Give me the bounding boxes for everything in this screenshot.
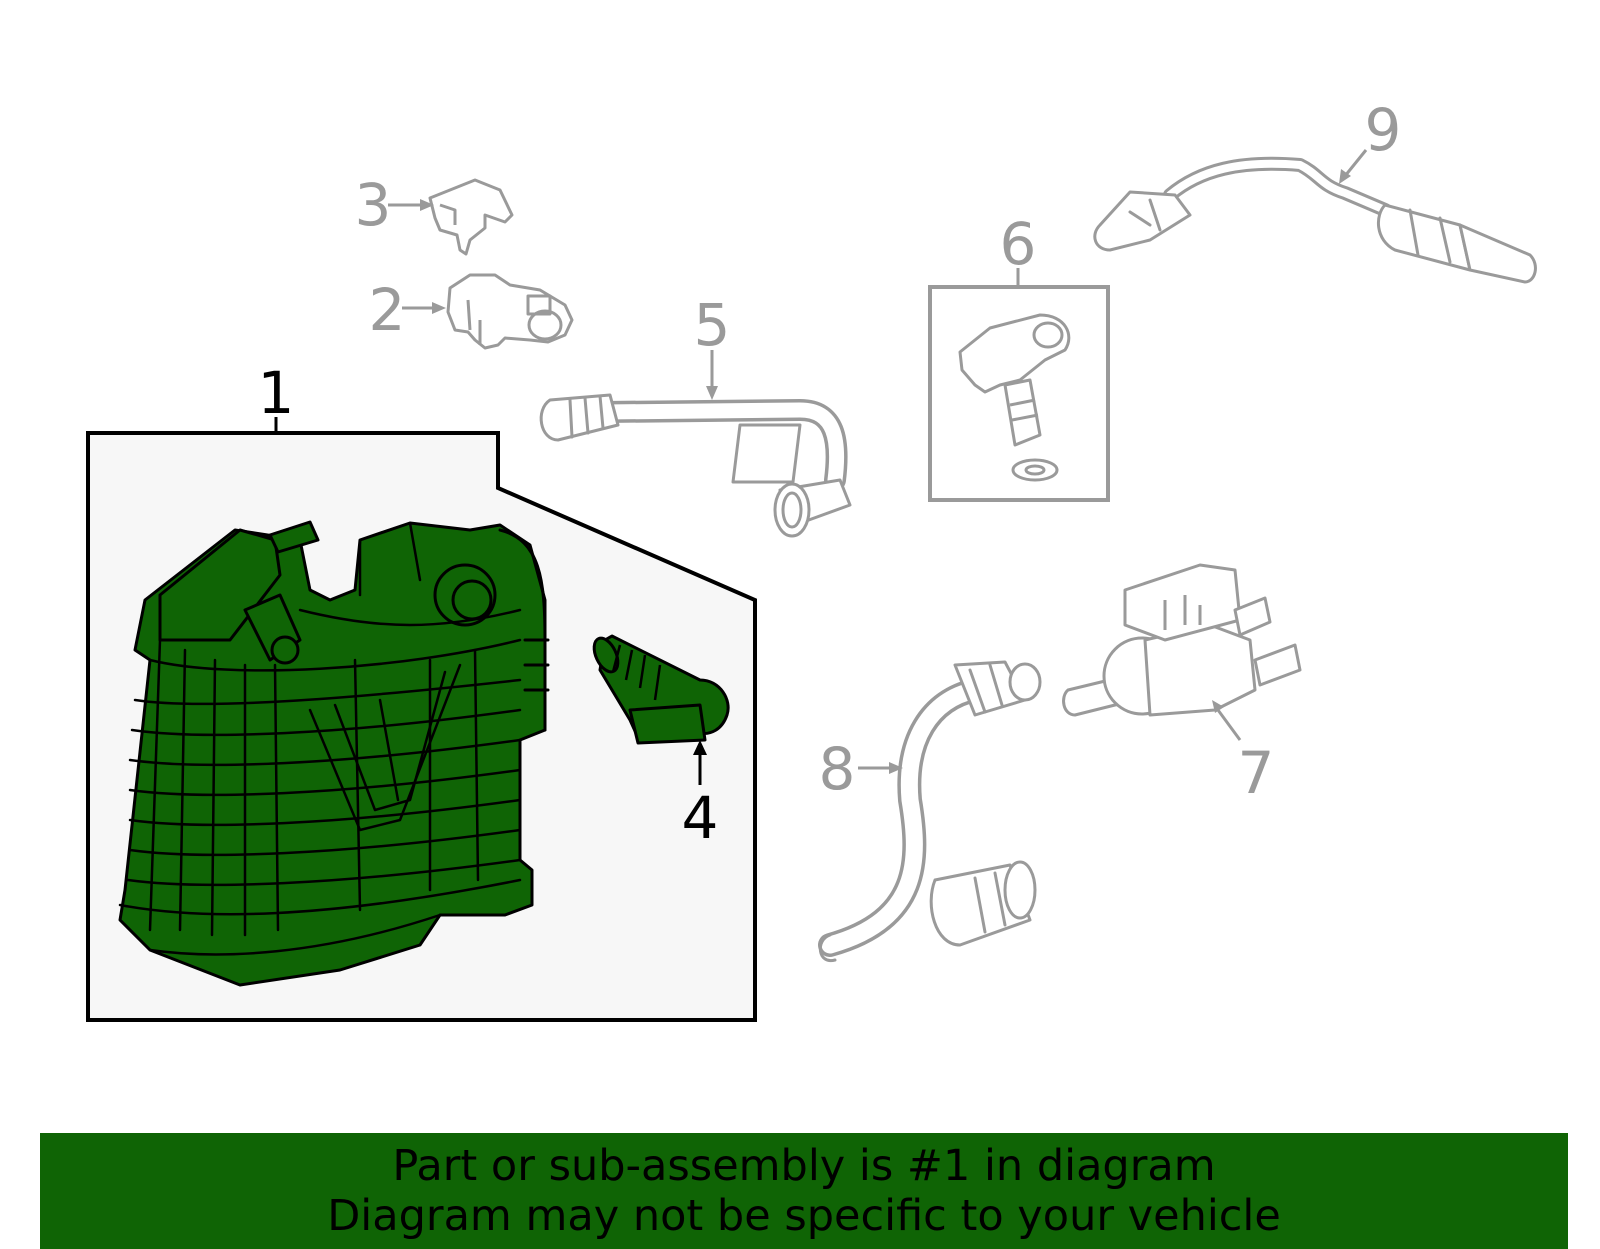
part-5-purge-hose[interactable] bbox=[539, 393, 852, 538]
banner-line-1: Part or sub-assembly is #1 in diagram bbox=[392, 1141, 1216, 1191]
callout-7-leader bbox=[1216, 709, 1242, 741]
callout-4: 4 bbox=[682, 784, 719, 852]
callout-7: 7 bbox=[1238, 739, 1275, 807]
part-9-oxygen-sensor[interactable] bbox=[1093, 156, 1537, 284]
callout-9: 9 bbox=[1365, 96, 1402, 164]
callout-8: 8 bbox=[819, 735, 856, 803]
callout-4-arrowhead bbox=[693, 740, 707, 755]
callout-2: 2 bbox=[369, 276, 406, 344]
info-banner: Part or sub-assembly is #1 in diagram Di… bbox=[40, 1133, 1568, 1249]
callout-2-arrowhead bbox=[432, 302, 446, 314]
callout-6: 6 bbox=[1000, 210, 1037, 278]
callout-7-arrowhead bbox=[1212, 700, 1224, 713]
callout-1: 1 bbox=[258, 359, 295, 427]
part-4-vent-solenoid[interactable] bbox=[589, 634, 730, 745]
part-3-clip[interactable] bbox=[428, 178, 514, 256]
part-6-sensor[interactable] bbox=[958, 313, 1071, 482]
part-2-pressure-sensor[interactable] bbox=[446, 273, 574, 350]
part-1-vapor-canister[interactable] bbox=[118, 520, 550, 987]
banner-background bbox=[40, 1133, 1568, 1249]
part-7-purge-valve[interactable] bbox=[1062, 563, 1302, 717]
banner-line-2: Diagram may not be specific to your vehi… bbox=[327, 1191, 1281, 1241]
callout-5-arrowhead bbox=[706, 386, 718, 400]
callout-3: 3 bbox=[355, 171, 392, 239]
callout-9-leader bbox=[1343, 149, 1368, 177]
part-8-vapor-hose[interactable] bbox=[818, 660, 1042, 963]
callout-9-arrowhead bbox=[1339, 169, 1351, 184]
callout-3-arrowhead bbox=[420, 199, 434, 211]
callout-8-arrowhead bbox=[889, 762, 903, 774]
callout-5: 5 bbox=[694, 291, 731, 359]
